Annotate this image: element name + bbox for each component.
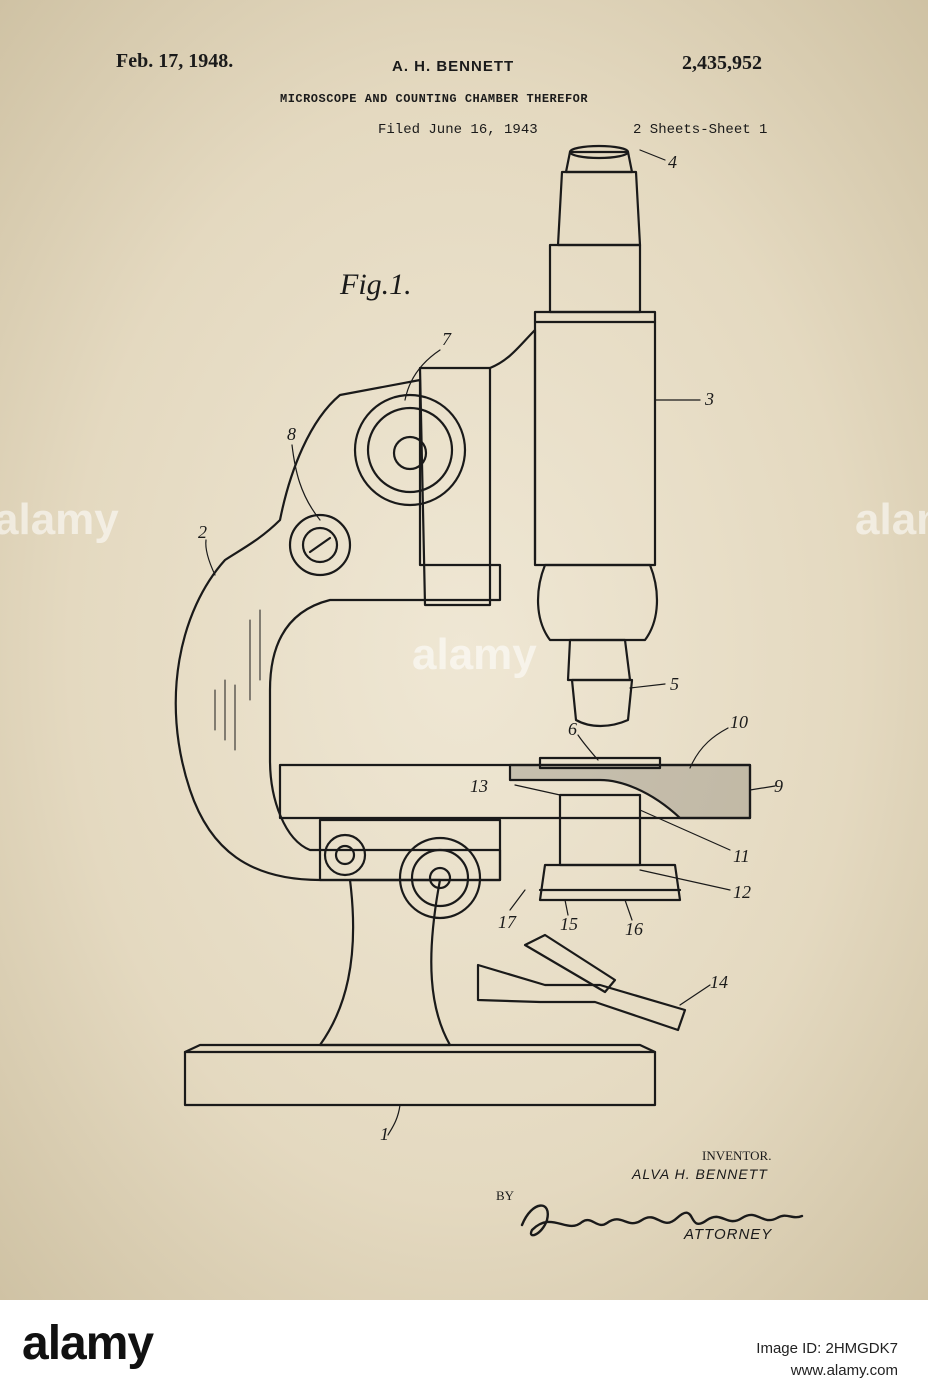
- ref-15: 15: [560, 914, 578, 934]
- ref-8: 8: [287, 424, 296, 444]
- watermark-left: alamy: [0, 495, 119, 545]
- ref-6: 6: [568, 719, 577, 739]
- draw-tube: [550, 245, 640, 312]
- objective: [572, 680, 632, 726]
- image-id: Image ID: 2HMGDK7: [756, 1340, 898, 1357]
- nosepiece: [538, 565, 657, 640]
- body-tube: [535, 312, 655, 565]
- ref-4: 4: [668, 152, 677, 172]
- site-url[interactable]: www.alamy.com: [791, 1362, 898, 1379]
- inventor-caption: INVENTOR.: [702, 1148, 771, 1164]
- ref-1: 1: [380, 1124, 389, 1144]
- inventor-name: ALVA H. BENNETT: [632, 1166, 768, 1182]
- ref-7: 7: [442, 329, 452, 349]
- coarse-focus-knob: [355, 395, 465, 505]
- ref-10: 10: [730, 712, 748, 732]
- ref-13: 13: [470, 776, 488, 796]
- attorney-caption: ATTORNEY: [684, 1226, 772, 1243]
- ref-11: 11: [733, 846, 750, 866]
- alamy-logo: alamy: [22, 1316, 153, 1371]
- ref-12: 12: [733, 882, 751, 902]
- eyepiece: [558, 172, 640, 245]
- watermark-center: alamy: [412, 630, 537, 680]
- ref-17: 17: [498, 912, 517, 932]
- ref-3: 3: [704, 389, 714, 409]
- small-knob: [325, 835, 365, 875]
- ref-9: 9: [774, 776, 783, 796]
- ref-14: 14: [710, 972, 728, 992]
- ref-5: 5: [670, 674, 679, 694]
- base-plate: [185, 1052, 655, 1105]
- ref-2: 2: [198, 522, 207, 542]
- condenser: [560, 795, 640, 865]
- ref-16: 16: [625, 919, 643, 939]
- mirror-lever: [478, 965, 685, 1030]
- watermark-right: alamy: [855, 495, 928, 545]
